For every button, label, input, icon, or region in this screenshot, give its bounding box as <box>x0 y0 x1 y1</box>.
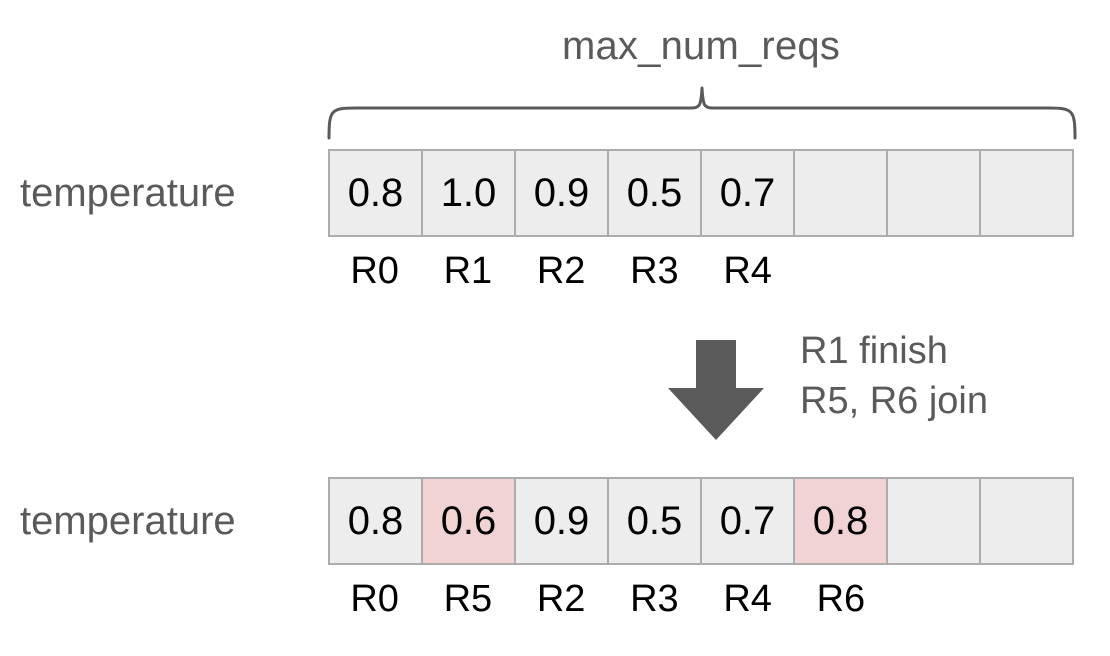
request-id-label: R0 <box>350 250 399 292</box>
slot-cell[interactable]: 0.5 <box>609 479 702 563</box>
slot-cells-before: 0.8 1.0 0.9 0.5 0.7 <box>328 149 1074 237</box>
request-id-label <box>794 248 887 294</box>
slot-cell[interactable] <box>888 479 981 563</box>
request-id-ticks-before: R0 R1 R2 R3 R4 <box>328 248 1074 294</box>
request-id-label: R4 <box>723 250 772 292</box>
slot-cell[interactable]: 0.8 <box>330 479 423 563</box>
slot-cell[interactable]: 0.8 <box>330 151 423 235</box>
request-id-label <box>888 248 981 294</box>
request-id-label: R1 <box>443 250 493 292</box>
request-id-label: R4 <box>723 578 772 620</box>
slot-row-before: temperature 0.8 1.0 0.9 0.5 0.7 <box>0 149 1110 239</box>
slot-cell[interactable]: 0.7 <box>702 151 795 235</box>
down-arrow-icon <box>668 340 764 440</box>
slot-cell[interactable] <box>981 479 1072 563</box>
row-label-temperature-after: temperature <box>20 499 236 543</box>
request-id-label: R5 <box>443 578 493 620</box>
slot-cell[interactable]: 0.9 <box>516 151 609 235</box>
slot-cell[interactable]: 0.9 <box>516 479 609 563</box>
slot-row-after: temperature 0.8 0.6 0.9 0.5 0.7 0.8 <box>0 477 1110 567</box>
request-id-label: R0 <box>350 578 399 620</box>
row-label-temperature-before: temperature <box>20 171 236 215</box>
transition-note: R1 finish R5, R6 join <box>800 326 1100 426</box>
slot-cell[interactable]: 0.6 <box>423 479 516 563</box>
request-id-label: R2 <box>536 578 586 620</box>
request-id-label: R2 <box>536 250 586 292</box>
slot-cell[interactable]: 0.5 <box>609 151 702 235</box>
request-id-label: R3 <box>630 250 679 292</box>
slot-cell[interactable]: 0.8 <box>795 479 888 563</box>
request-id-label: R3 <box>630 578 679 620</box>
transition-note-line-1: R1 finish <box>800 330 948 372</box>
request-id-ticks-after: R0 R5 R2 R3 R4 R6 <box>328 576 1074 622</box>
request-id-label <box>888 576 981 622</box>
slot-cell[interactable] <box>795 151 888 235</box>
transition-note-line-2: R5, R6 join <box>800 380 988 422</box>
slot-cell[interactable] <box>888 151 981 235</box>
request-id-label <box>981 248 1074 294</box>
slot-cell[interactable]: 1.0 <box>423 151 516 235</box>
request-id-label: R6 <box>816 578 866 620</box>
max-num-reqs-brace-icon <box>327 86 1077 140</box>
slot-cells-after: 0.8 0.6 0.9 0.5 0.7 0.8 <box>328 477 1074 565</box>
max-num-reqs-label: max_num_reqs <box>561 24 841 68</box>
slot-cell[interactable] <box>981 151 1072 235</box>
request-id-label <box>981 576 1074 622</box>
slot-cell[interactable]: 0.7 <box>702 479 795 563</box>
